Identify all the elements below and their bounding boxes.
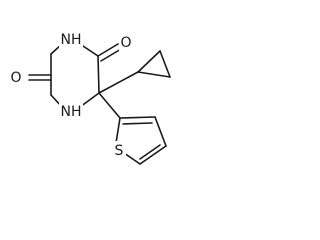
bond-thiophene-c3-c4 (154, 116, 167, 147)
bond-thiophene-c2-c3 (119, 116, 156, 119)
atom-o-left-label: O (10, 70, 21, 86)
bond-c4-o-b (100, 48, 122, 62)
atom-o-top-label: O (120, 35, 131, 51)
bond-cyclopropyl-1 (137, 50, 161, 73)
atom-nh-bottom-label: NH (61, 104, 82, 120)
bond-thiophene-c4-c5 (139, 145, 167, 165)
bond-thiophene-s-c2 (115, 117, 121, 144)
structure-canvas: O O NH NH S (0, 0, 188, 180)
bond-c5-n1 (79, 92, 100, 108)
bond-c4-o-a (97, 43, 119, 57)
atom-s-thiophene-label: S (115, 143, 124, 159)
atom-nh-top: NH (59, 30, 83, 48)
bond-c4-c5 (97, 55, 100, 94)
bond-c5-thiophene (98, 92, 121, 119)
atom-o-top: O (119, 33, 133, 51)
bond-thiophene-c5-s (123, 152, 141, 165)
bond-thiophene-c2-c3-inner (122, 122, 153, 125)
bond-cyclopropyl-2 (159, 50, 171, 78)
atom-nh-bottom: NH (59, 103, 83, 121)
atom-nh-top-label: NH (61, 32, 82, 48)
bond-cyclopropyl-3 (137, 71, 171, 78)
atom-o-left: O (8, 68, 22, 86)
bond-c5-cyclopropyl (98, 71, 139, 94)
atom-s-thiophene: S (112, 141, 126, 159)
bond-thiophene-c4-c5-inner (139, 144, 161, 160)
molecule-structure: O O NH NH S (8, 30, 171, 165)
